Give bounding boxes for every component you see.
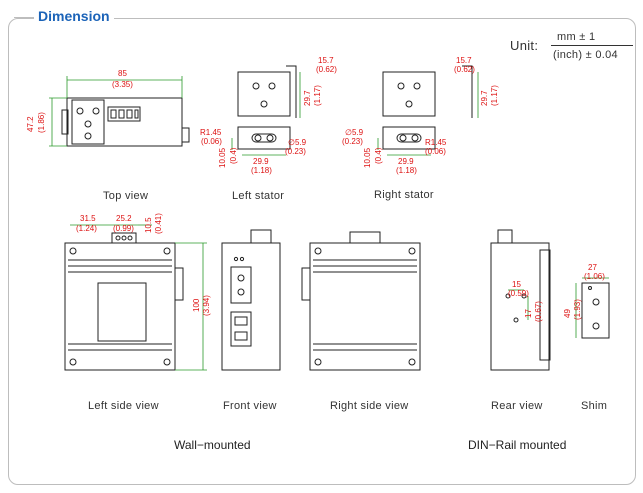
dim-ls-width-in: (1.18) — [251, 166, 272, 175]
dim-rv-a-in: (0.59) — [508, 289, 529, 298]
top-view-drawing — [49, 76, 190, 147]
dim-rs-thickness: 15.7 — [456, 56, 472, 65]
label-wall-mounted: Wall−mounted — [174, 438, 251, 452]
dim-rv-b: 17 — [524, 309, 533, 318]
unit-numerator: mm ± 1 — [557, 31, 596, 43]
dim-lsv-c: 10.5 — [144, 217, 153, 233]
label-din-rail-mounted: DIN−Rail mounted — [468, 438, 567, 452]
dim-sh-height-in: (1.93) — [573, 299, 582, 320]
frame-rule — [14, 17, 34, 18]
label-front-view: Front view — [223, 400, 277, 412]
dim-ls-height: 29.7 — [303, 90, 312, 106]
dim-ls-offset-in: (0.4) — [229, 147, 238, 164]
dim-lsv-a: 31.5 — [80, 214, 96, 223]
label-left-side-view: Left side view — [88, 400, 159, 412]
dim-rs-diameter: ∅5.9 — [345, 128, 364, 137]
label-right-side-view: Right side view — [330, 400, 409, 412]
dim-ls-width: 29.9 — [253, 157, 269, 166]
dimension-frame — [8, 18, 636, 485]
dim-sh-width: 27 — [588, 263, 597, 272]
unit-denominator: (inch) ± 0.04 — [553, 49, 618, 61]
label-shim: Shim — [581, 400, 608, 412]
dim-rs-radius: R1.45 — [425, 138, 447, 147]
dim-ls-diameter: ∅5.9 — [288, 138, 307, 147]
dim-rs-height: 29.7 — [480, 90, 489, 106]
dim-rs-width-in: (1.18) — [396, 166, 417, 175]
shim-drawing — [575, 277, 610, 339]
dim-rs-radius-in: (0.06) — [425, 147, 446, 156]
dim-rs-offset-in: (0.4) — [374, 147, 383, 164]
dim-lsv-b: 25.2 — [116, 214, 132, 223]
dim-lsv-a-in: (1.24) — [76, 224, 97, 233]
left-stator-drawing — [231, 65, 301, 156]
dim-lsv-height: 100 — [192, 298, 201, 312]
dim-rs-offset: 10.05 — [363, 147, 372, 168]
dim-rs-height-in: (1.17) — [490, 85, 499, 106]
right-side-view-drawing — [301, 231, 421, 371]
front-view-drawing — [221, 229, 281, 371]
dim-rv-a: 15 — [512, 280, 521, 289]
dim-top-width-in: (3.35) — [112, 80, 133, 89]
dim-sh-width-in: (1.06) — [584, 272, 605, 281]
dim-lsv-b-in: (0.99) — [113, 224, 134, 233]
label-rear-view: Rear view — [491, 400, 543, 412]
dim-top-height: 47.2 — [26, 116, 35, 132]
dim-ls-diameter-in: (0.23) — [285, 147, 306, 156]
dim-sh-height: 49 — [563, 309, 572, 318]
dim-rs-diameter-in: (0.23) — [342, 137, 363, 146]
dim-ls-radius-in: (0.06) — [201, 137, 222, 146]
dim-rs-width: 29.9 — [398, 157, 414, 166]
unit-label: Unit: — [510, 38, 539, 53]
dim-ls-thickness-in: (0.62) — [316, 65, 337, 74]
rear-view-drawing — [490, 229, 551, 371]
section-heading: Dimension — [34, 8, 114, 24]
dim-top-height-in: (1.86) — [37, 112, 46, 133]
dim-top-width: 85 — [118, 69, 127, 78]
right-stator-drawing — [377, 65, 479, 156]
label-left-stator: Left stator — [232, 190, 285, 202]
dim-ls-height-in: (1.17) — [313, 85, 322, 106]
dim-ls-offset: 10.05 — [218, 147, 227, 168]
left-side-view-drawing — [64, 224, 207, 371]
dim-lsv-c-in: (0.41) — [154, 213, 163, 234]
label-top-view: Top view — [103, 190, 149, 202]
dim-ls-thickness: 15.7 — [318, 56, 334, 65]
dim-rs-thickness-in: (0.62) — [454, 65, 475, 74]
dim-lsv-height-in: (3.94) — [202, 295, 211, 316]
dim-rv-b-in: (0.67) — [534, 301, 543, 322]
label-right-stator: Right stator — [374, 189, 434, 201]
unit-fraction-bar — [551, 45, 633, 46]
dim-ls-radius: R1.45 — [200, 128, 222, 137]
